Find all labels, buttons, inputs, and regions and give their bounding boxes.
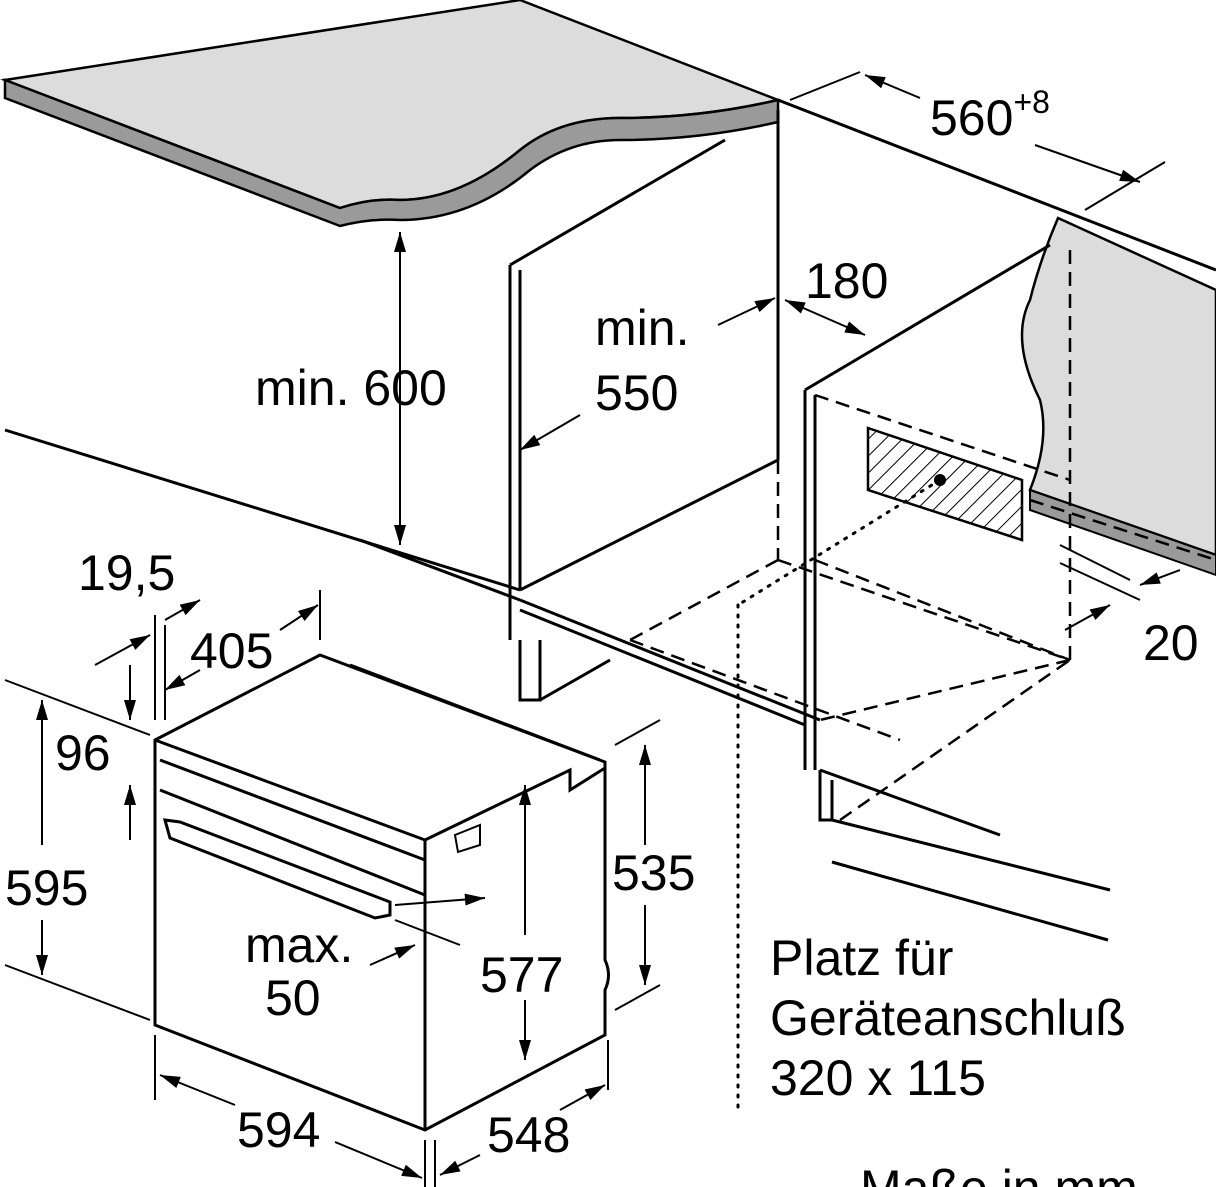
rear-gap-label: 20 (1143, 615, 1199, 671)
handle-prefix: max. (245, 917, 353, 973)
control-panel-height-label: 96 (55, 725, 111, 781)
handle-value: 50 (265, 970, 321, 1026)
cabinet (4, 71, 1216, 942)
top-gap-label: 180 (805, 253, 888, 309)
total-height-label: 595 (5, 860, 88, 916)
niche-outline-dashed (629, 250, 1216, 822)
oven (153, 653, 610, 1132)
min-depth-prefix: min. (595, 300, 689, 356)
dimension-arrows (4, 74, 1181, 1187)
connection-note-line2: Geräteanschluß (770, 990, 1126, 1046)
door-depth-label: 405 (190, 623, 273, 679)
connection-note-line3: 320 x 115 (770, 1050, 986, 1106)
min-depth-value: 550 (595, 365, 678, 421)
front-height-label: 577 (480, 947, 563, 1003)
niche-width-label: 560+8 (930, 84, 1050, 146)
countertop-left (0, 0, 783, 228)
countertop-right (1020, 216, 1216, 577)
body-height-label: 535 (612, 845, 695, 901)
connection-note-line1: Platz für (770, 930, 953, 986)
depth-label: 548 (487, 1107, 570, 1163)
width-label: 594 (237, 1102, 320, 1158)
min-height-label: min. 600 (255, 360, 447, 416)
connection-zone (736, 426, 1024, 1117)
units-note: Maße in mm (860, 1160, 1138, 1187)
panel-thickness-label: 19,5 (78, 545, 175, 601)
